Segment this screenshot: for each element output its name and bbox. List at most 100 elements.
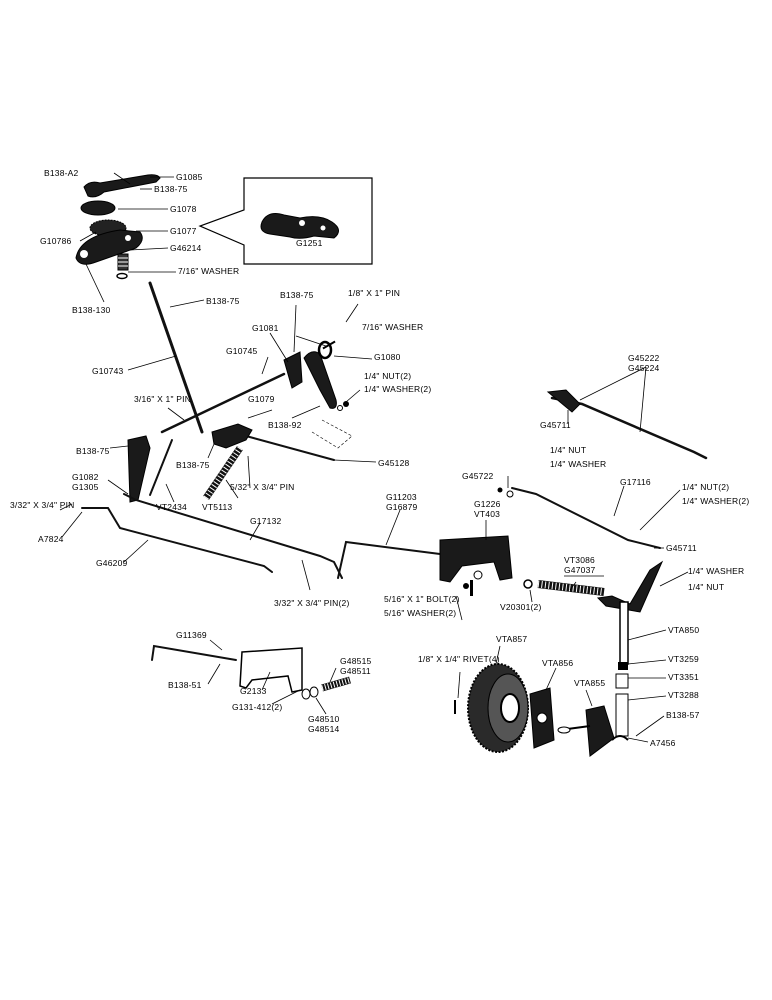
label-vta856: VTA856 [542, 658, 573, 668]
label-vt3259: VT3259 [668, 654, 699, 664]
label-g46214: G46214 [170, 243, 202, 253]
label-g46209: G46209 [96, 558, 128, 568]
label-washer-1-4-a: 1/4" WASHER [550, 459, 606, 469]
plate-g1077 [75, 229, 143, 265]
label-g1305: G1305 [72, 482, 99, 492]
label-g45722: G45722 [462, 471, 494, 481]
label-b138-a2: B138-A2 [44, 168, 79, 178]
shaft-vta850 [619, 601, 629, 665]
spring-g48515 [321, 676, 351, 692]
label-nut-1-4-b: 1/4" NUT [688, 582, 724, 592]
part-labels: B138-A2 G1085 B138-75 G1078 G1077 G10786… [10, 168, 749, 748]
label-b138-75-e: B138-75 [176, 460, 210, 470]
label-g48515: G48515 [340, 656, 372, 666]
label-g1082: G1082 [72, 472, 99, 482]
label-nut-1-4: 1/4" NUT [550, 445, 586, 455]
rod-g11369 [151, 644, 237, 661]
label-g10786: G10786 [40, 236, 72, 246]
parts-drawings [75, 174, 708, 757]
rod-g11203 [337, 540, 441, 579]
label-b138-92: B138-92 [268, 420, 302, 430]
label-g45128: G45128 [378, 458, 410, 468]
spring-vt5113 [203, 446, 243, 500]
label-g45222: G45222 [628, 353, 660, 363]
label-g1079: G1079 [248, 394, 275, 404]
leader-lines [59, 172, 689, 743]
label-g1085: G1085 [176, 172, 203, 182]
washer-small-top [116, 272, 128, 280]
label-pin-3-16: 3/16" X 1" PIN [134, 394, 191, 404]
label-vt3086: VT3086 [564, 555, 595, 565]
label-b138-130: B138-130 [72, 305, 111, 315]
rod-g46209 [81, 507, 273, 573]
label-g45711-a: G45711 [540, 420, 571, 430]
washer-g1078 [80, 200, 116, 216]
label-g48510: G48510 [308, 714, 340, 724]
lever-g1079 [211, 423, 253, 449]
crank-vta850 [596, 560, 664, 613]
label-g47037: G47037 [564, 565, 596, 575]
label-v20301: V20301(2) [500, 602, 542, 612]
gear-vta857 [467, 663, 529, 753]
rod-g10745 [160, 372, 286, 434]
label-g17132: G17132 [250, 516, 282, 526]
label-g45224: G45224 [628, 363, 660, 373]
label-bolt-5-16: 5/16" X 1" BOLT(2) [384, 594, 460, 604]
label-g1078: G1078 [170, 204, 197, 214]
label-vt3288: VT3288 [668, 690, 699, 700]
bracket-g1082 [127, 435, 151, 503]
label-pin-1-8: 1/8" X 1" PIN [348, 288, 400, 298]
lever-g1080 [303, 351, 337, 409]
label-g16879: G16879 [386, 502, 418, 512]
label-vta855: VTA855 [574, 678, 605, 688]
rod-g45128 [245, 435, 335, 461]
lever-g1081 [283, 351, 303, 389]
rod-g10743 [148, 281, 204, 434]
label-vt403: VT403 [474, 509, 500, 519]
label-g1251: G1251 [296, 238, 323, 248]
label-rivet: 1/8" X 1/4" RIVET(4) [418, 654, 500, 664]
label-nut-1-4-2: 1/4" NUT(2) [364, 371, 411, 381]
label-g17116: G17116 [620, 477, 651, 487]
label-b138-75-d: B138-75 [76, 446, 110, 456]
label-washer-1-4-2-a: 1/4" WASHER(2) [364, 384, 431, 394]
label-g1081: G1081 [252, 323, 279, 333]
label-washer-1-4-2-b: 1/4" WASHER(2) [682, 496, 749, 506]
label-g2133: G2133 [240, 686, 267, 696]
label-g1226: G1226 [474, 499, 501, 509]
label-b138-51: B138-51 [168, 680, 202, 690]
bracket-g2133 [239, 647, 303, 693]
label-vta857: VTA857 [496, 634, 527, 644]
rod-vt2434 [149, 439, 173, 496]
part-g1251 [260, 213, 339, 239]
label-g45711-b: G45711 [666, 543, 697, 553]
bracket-g1226 [439, 535, 513, 583]
label-pin-3-32-2: 3/32" X 3/4" PIN(2) [274, 598, 350, 608]
label-vta850: VTA850 [668, 625, 699, 635]
label-washer-5-16: 5/16" WASHER(2) [384, 608, 456, 618]
label-g10745: G10745 [226, 346, 258, 356]
label-a7824: A7824 [38, 534, 64, 544]
label-g48514: G48514 [308, 724, 340, 734]
label-b138-75-b: B138-75 [206, 296, 240, 306]
part-vta855 [585, 705, 615, 757]
label-g1077: G1077 [170, 226, 197, 236]
label-g11369: G11369 [176, 630, 207, 640]
label-washer-7-16-b: 7/16" WASHER [362, 322, 423, 332]
label-g131-412: G131-412(2) [232, 702, 282, 712]
label-pin-5-32: 5/32" X 3/4" PIN [230, 482, 295, 492]
label-b138-75-c: B138-75 [280, 290, 314, 300]
label-vt5113: VT5113 [202, 502, 232, 512]
label-g11203: G11203 [386, 492, 417, 502]
label-vt3351: VT3351 [668, 672, 699, 682]
rod-g17132 [123, 493, 343, 579]
handle-g1085 [83, 174, 161, 198]
label-a7456: A7456 [650, 738, 676, 748]
part-a7456 [611, 735, 629, 741]
label-vt2434: VT2434 [156, 502, 187, 512]
label-nut-1-4-2-b: 1/4" NUT(2) [682, 482, 729, 492]
label-b138-57: B138-57 [666, 710, 700, 720]
inset-frame [198, 177, 373, 265]
label-g1080: G1080 [374, 352, 401, 362]
